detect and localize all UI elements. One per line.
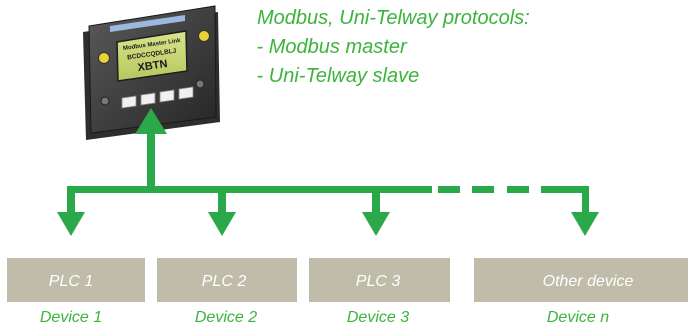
device-box-1: PLC 1 (7, 258, 145, 302)
device-caption-3: Device 3 (347, 309, 409, 326)
device-label-2: PLC 2 (202, 273, 247, 290)
device-box-n: Other device (474, 258, 688, 302)
protocol-item-unitelway-slave: - Uni-Telway slave (251, 65, 419, 87)
device-box-3: PLC 3 (309, 258, 450, 302)
operator-terminal-icon: Modbus Master Link BCDCCQDLBLJ XBTN (83, 5, 220, 140)
device-caption-2: Device 2 (195, 309, 257, 326)
protocol-item-modbus-master: - Modbus master (251, 36, 408, 58)
terminal-screen-line-3: XBTN (137, 58, 168, 74)
device-box-2: PLC 2 (157, 258, 297, 302)
device-label-n: Other device (543, 273, 634, 290)
bus-network (57, 108, 599, 236)
protocols-title: Modbus, Uni-Telway protocols: (257, 7, 530, 29)
device-label-3: PLC 3 (356, 273, 401, 290)
device-caption-n: Device n (547, 309, 609, 326)
device-caption-1: Device 1 (40, 309, 102, 326)
device-label-1: PLC 1 (49, 273, 93, 290)
